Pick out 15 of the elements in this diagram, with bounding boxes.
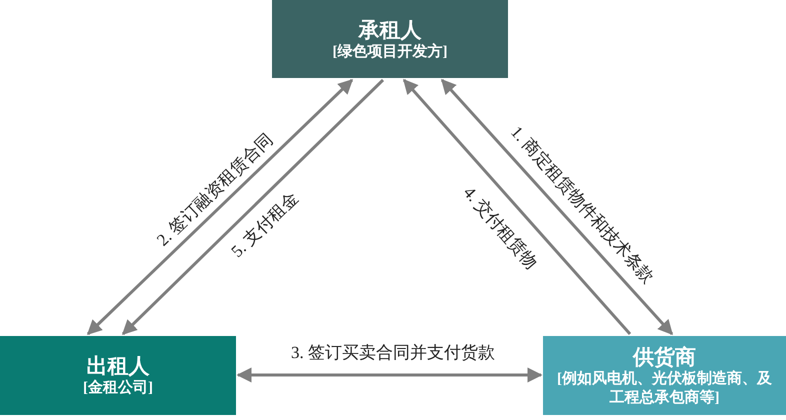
party-description: [例如风电机、光伏板制造商、及工程总承包商等]	[557, 370, 772, 408]
arrow	[86, 78, 354, 336]
party-name: 出租人	[86, 353, 150, 379]
party-name: 承租人	[358, 16, 422, 42]
arrow	[440, 78, 674, 336]
arrow	[122, 78, 384, 336]
party-description: [金租公司]	[83, 379, 153, 398]
arrow	[236, 368, 542, 382]
party-name: 供货商	[633, 344, 696, 370]
arrow	[402, 78, 632, 335]
party-box	[0, 336, 236, 415]
edge-label: 3. 签订买卖合同并支付货款	[289, 343, 497, 363]
party-box	[543, 336, 786, 415]
party-box	[272, 0, 508, 78]
party-description: [绿色项目开发方]	[332, 42, 448, 62]
